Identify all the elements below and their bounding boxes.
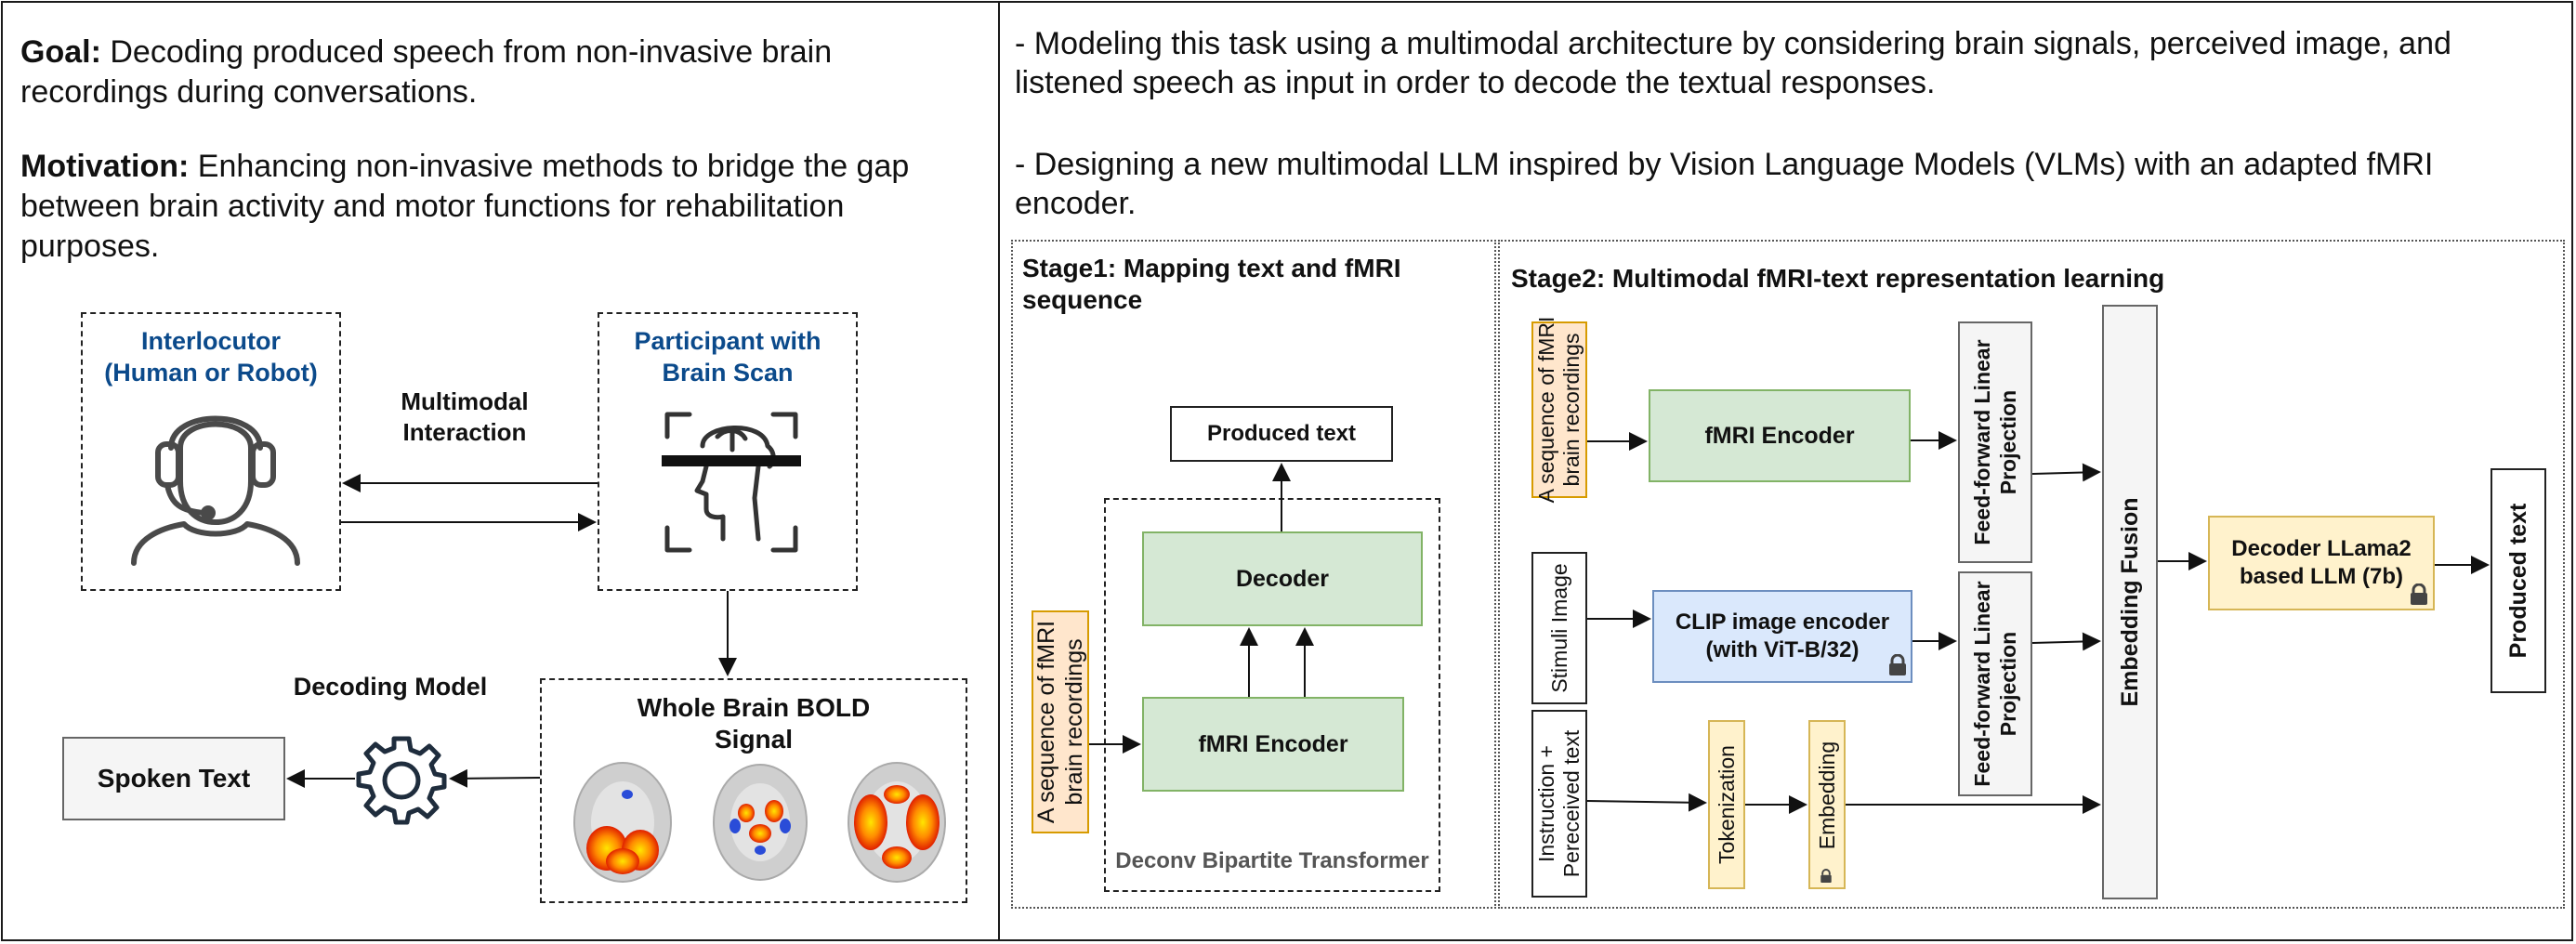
deconv-label: Deconv Bipartite Transformer [1115,848,1429,873]
arrow-ff2-to-fusion [2031,632,2101,651]
lock-icon-embedding [1820,869,1832,883]
bullet-designing: - Designing a new multimodal LLM inspire… [1015,147,2434,221]
brain-slice-2 [713,764,808,881]
ff-projection-2 [1958,571,2032,796]
motivation-paragraph: Motivation: Enhancing non-invasive metho… [20,147,978,267]
participant-box [598,312,858,591]
clip-line1: CLIP image encoder [1675,610,1890,635]
arrow-ff1-to-fusion [2031,463,2101,482]
interaction-line1: Multimodal [401,387,529,415]
interlocutor-line2: (Human or Robot) [104,359,318,387]
stage2-output-box [2491,468,2546,693]
brain-scan-icon [662,412,801,553]
bold-signal-box [540,678,967,903]
interaction-line2: Interaction [402,418,527,446]
bold-line1: Whole Brain BOLD [637,693,871,722]
stage1-produced-text: Produced text [1170,406,1393,462]
brain-slice-1 [573,762,672,883]
decoding-model-label: Decoding Model [293,673,488,701]
goal-heading: Goal: [20,34,101,70]
llm-line2: based LLM (7b) [2239,564,2403,589]
stage2-image-input [1531,552,1587,704]
arrow-bold-to-gear [449,768,541,788]
interlocutor-box [81,312,341,591]
lock-icon [1889,654,1906,675]
goal-paragraph: Goal: Decoding produced speech from non-… [20,33,968,112]
participant-line2: Brain Scan [662,359,794,387]
stage1-fmri-input [1032,610,1089,833]
stage1-title: Stage1: Mapping text and fMRI sequence [1022,254,1401,314]
stage2-container [1498,240,2565,909]
spoken-text-box: Spoken Text [62,737,285,820]
brain-activation-maps [573,762,946,883]
llama2-decoder: Decoder LLama2 based LLM (7b) [2208,516,2435,610]
goal-text: Decoding produced speech from non-invasi… [20,34,833,110]
stage1-decoder: Decoder [1142,531,1423,626]
motivation-text: Enhancing non-invasive methods to bridge… [20,149,910,264]
participant-line1: Participant with [634,327,821,355]
ff-projection-1 [1958,321,2032,563]
bullet-modeling: - Modeling this task using a multimodal … [1015,26,2451,100]
panel-divider [998,1,1000,939]
arrow-text-to-tokenization [1586,793,1707,812]
bold-line2: Signal [714,725,793,754]
gear-icon [356,736,447,825]
tokenization-box [1708,720,1745,889]
stage1-fmri-encoder: fMRI Encoder [1142,697,1404,792]
interlocutor-line1: Interlocutor [140,327,281,355]
clip-line2: (with ViT-B/32) [1705,637,1860,662]
bold-signal-title: Whole Brain BOLD Signal [540,692,967,755]
stage2-fmri-input [1531,321,1587,498]
interaction-label: Multimodal Interaction [353,387,576,448]
stage2-fmri-encoder: fMRI Encoder [1649,389,1911,482]
deconv-transformer-box [1104,498,1440,892]
stage1-container [1011,240,1496,909]
brain-slice-3 [848,762,946,883]
stage2-title: Stage2: Multimodal fMRI-text representat… [1511,264,2165,293]
clip-image-encoder: CLIP image encoder (with ViT-B/32) [1652,590,1912,683]
participant-title: Participant with Brain Scan [598,325,858,388]
motivation-heading: Motivation: [20,149,190,184]
llm-line1: Decoder LLama2 [2231,536,2412,561]
stage2-text-input [1531,710,1587,898]
lock-icon-llm [2411,583,2427,605]
embedding-fusion-box [2102,305,2158,899]
embedding-box [1808,720,1846,889]
headset-person-icon [131,415,300,566]
interlocutor-title: Interlocutor (Human or Robot) [81,325,341,388]
